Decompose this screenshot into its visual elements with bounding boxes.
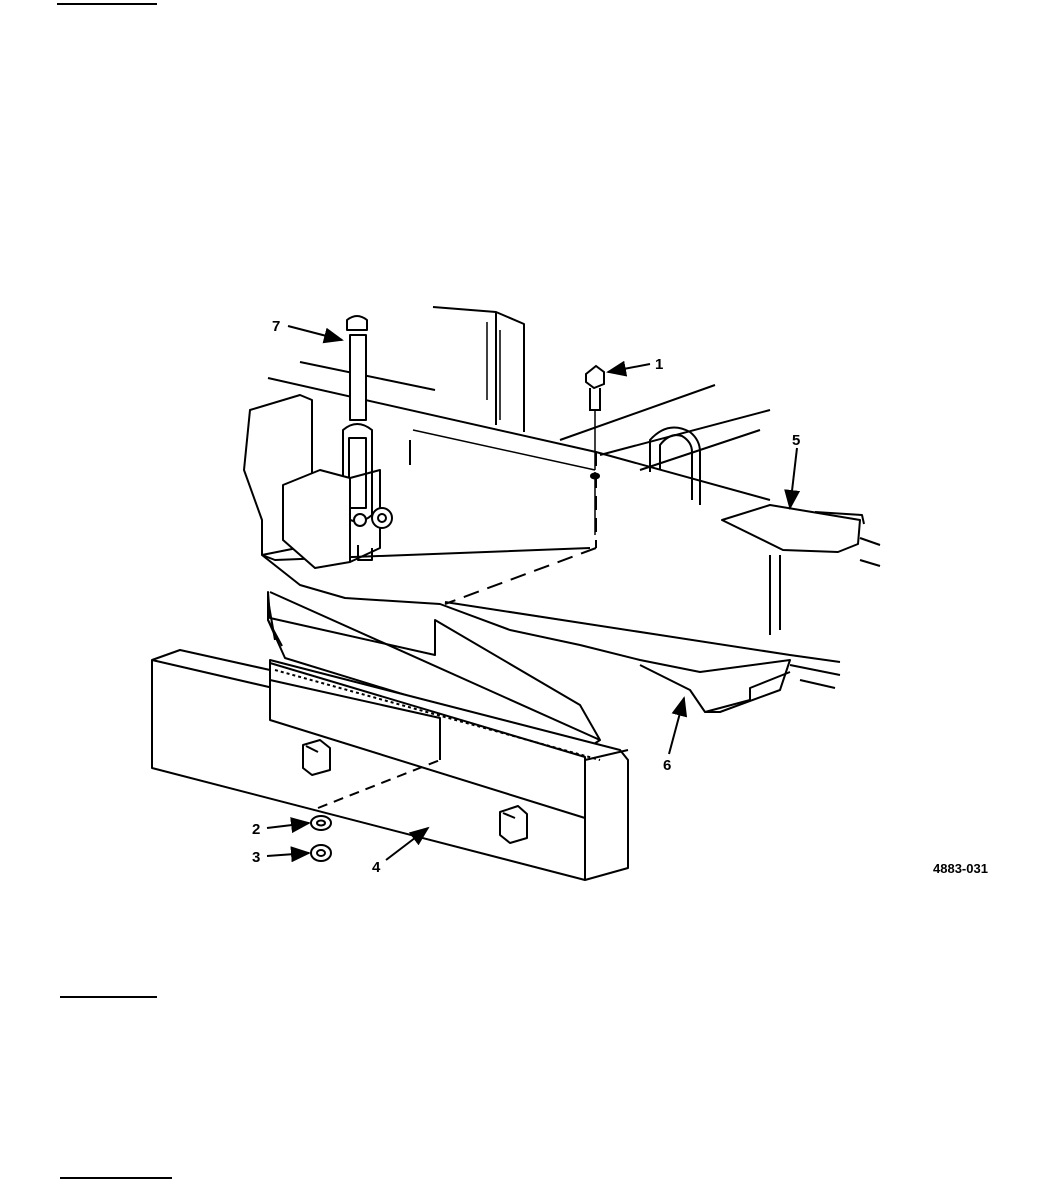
washer-and-nut: [311, 816, 331, 861]
callout-7: 7: [272, 318, 280, 335]
callout-3: 3: [252, 849, 260, 866]
figure-number: 4883-031: [933, 861, 988, 876]
callout-5: 5: [792, 432, 800, 449]
callout-1: 1: [655, 356, 663, 373]
bolt: [586, 366, 604, 479]
callout-6: 6: [663, 757, 671, 774]
callout-4: 4: [372, 859, 381, 876]
callout-2: 2: [252, 821, 260, 838]
